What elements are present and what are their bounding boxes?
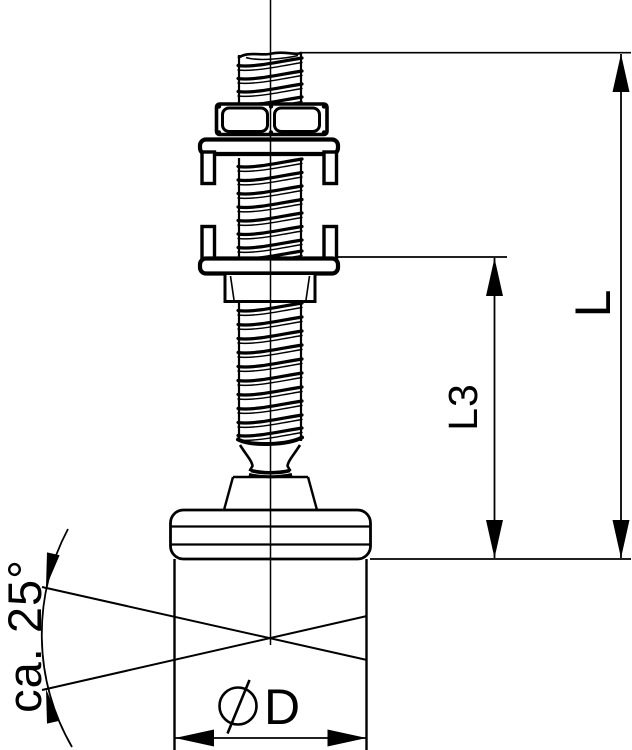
threaded-rod-top-section: [236, 51, 304, 111]
angle-label: ca. 25°: [0, 559, 51, 713]
label-D: D: [264, 679, 301, 735]
swivel-range-cross: [41, 586, 368, 691]
retaining-clip-lower: [197, 224, 341, 276]
label-L3: L3: [440, 383, 486, 431]
dimension-D: D: [175, 679, 367, 747]
label-L: L: [565, 289, 621, 318]
angle-dimension: ca. 25°: [0, 528, 73, 748]
clamp-body: [173, 559, 368, 750]
arrow-left-icon: [175, 729, 214, 747]
arrow-down-icon: [612, 520, 630, 558]
threaded-rod-middle-section: [236, 157, 304, 265]
dimension-L3: L3: [338, 256, 507, 558]
arrow-right-icon: [327, 729, 367, 747]
hex-nut: [214, 102, 329, 137]
arrow-up-icon: [612, 54, 630, 92]
arrow-up-icon: [486, 258, 503, 296]
angle-arrow-lower-icon: [46, 689, 60, 724]
diameter-symbol-icon: [218, 679, 258, 734]
retaining-clip-upper: [197, 137, 341, 186]
angle-arrow-upper-icon: [46, 552, 60, 587]
dimension-L: L: [302, 51, 631, 560]
arrow-down-icon: [486, 520, 503, 558]
